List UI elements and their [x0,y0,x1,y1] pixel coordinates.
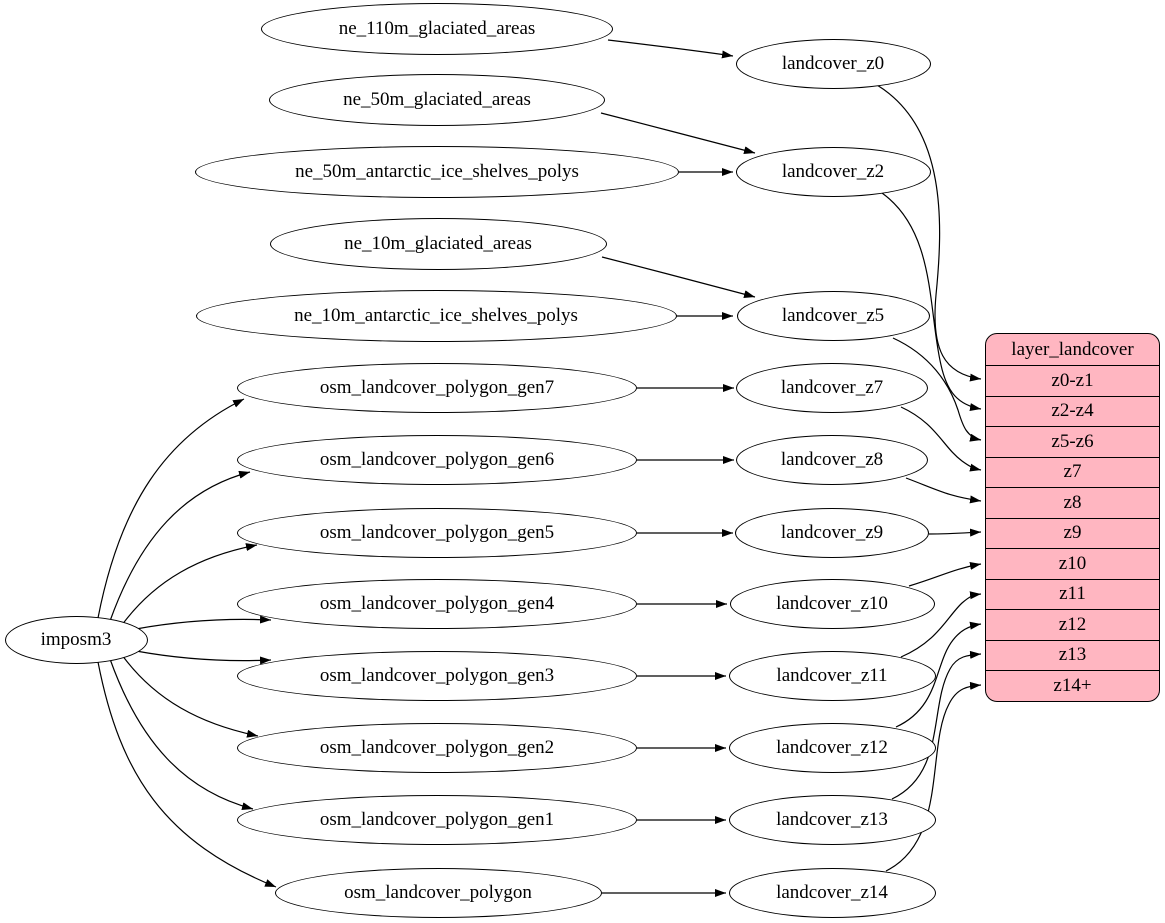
edge-landcover_z12-to-layer_landcover.z12 [895,621,982,728]
node-osm_landcover_polygon_gen3: osm_landcover_polygon_gen3 [237,651,637,701]
node-landcover_z5: landcover_z5 [736,291,930,341]
edge-landcover_z5-to-layer_landcover.z5-z6 [892,337,982,442]
node-ne_110m_glaciated_areas: ne_110m_glaciated_areas [261,3,613,55]
node-landcover_z0: landcover_z0 [735,39,931,89]
node-landcover_z11: landcover_z11 [728,651,936,701]
edge-imposm3-to-osm_landcover_polygon_gen7 [97,398,245,619]
node-label: ne_50m_glaciated_areas [343,89,531,110]
edge-imposm3-to-osm_landcover_polygon_gen6 [109,470,251,622]
node-label: ne_10m_antarctic_ice_shelves_polys [294,305,578,326]
edge-imposm3-to-osm_landcover_polygon_gen4 [135,615,272,630]
node-osm_landcover_polygon_gen6: osm_landcover_polygon_gen6 [237,435,637,485]
table-row-z8: z8 [986,487,1159,518]
node-label: ne_10m_glaciated_areas [344,233,532,254]
node-ne_50m_glaciated_areas: ne_50m_glaciated_areas [269,74,605,126]
node-label: landcover_z0 [781,53,885,74]
node-ne_10m_glaciated_areas: ne_10m_glaciated_areas [269,218,607,270]
table-title: layer_landcover [1011,338,1134,360]
edge-imposm3-to-osm_landcover_polygon_gen3 [135,650,272,665]
node-imposm3: imposm3 [4,616,148,664]
table-row-z14+: z14+ [986,670,1159,701]
node-osm_landcover_polygon_gen1: osm_landcover_polygon_gen1 [237,795,637,845]
edge-imposm3-to-osm_landcover_polygon [97,661,277,888]
edge-landcover_z8-to-layer_landcover.z8 [905,477,982,504]
node-label: imposm3 [40,629,112,650]
node-label: landcover_z7 [780,377,884,398]
edge-landcover_z0-to-layer_landcover.z0-z1 [876,84,982,382]
node-label: osm_landcover_polygon_gen2 [319,737,555,758]
node-osm_landcover_polygon_gen5: osm_landcover_polygon_gen5 [237,508,637,558]
node-label: osm_landcover_polygon_gen5 [319,522,555,543]
node-landcover_z8: landcover_z8 [736,435,928,485]
node-label: ne_110m_glaciated_areas [338,18,536,39]
table-row-z5-z6: z5-z6 [986,426,1159,457]
table-row-z13: z13 [986,639,1159,671]
edge-imposm3-to-osm_landcover_polygon_gen1 [109,658,254,811]
node-osm_landcover_polygon_gen4: osm_landcover_polygon_gen4 [237,579,637,629]
node-label: ne_50m_antarctic_ice_shelves_polys [295,161,579,182]
node-landcover_z13: landcover_z13 [728,795,936,845]
edge-ne_10m_glaciated_areas-to-landcover_z5 [601,256,756,298]
node-ne_10m_antarctic_ice_shelves_polys: ne_10m_antarctic_ice_shelves_polys [195,290,677,342]
edge-landcover_z14-to-layer_landcover.z14+ [885,681,982,872]
node-label: landcover_z10 [776,593,888,614]
node-landcover_z12: landcover_z12 [728,723,936,773]
node-label: landcover_z11 [776,665,888,686]
edge-ne_110m_glaciated_areas-to-landcover_z0 [607,39,734,59]
node-label: landcover_z13 [776,809,888,830]
node-osm_landcover_polygon_gen7: osm_landcover_polygon_gen7 [237,363,637,413]
node-ne_50m_antarctic_ice_shelves_polys: ne_50m_antarctic_ice_shelves_polys [195,146,679,198]
node-landcover_z2: landcover_z2 [735,147,931,197]
table-row-z0-z1: z0-z1 [986,365,1159,396]
edge-landcover_z13-to-layer_landcover.z13 [891,650,982,800]
table-row-z7: z7 [986,456,1159,488]
table-row-z11: z11 [986,578,1159,610]
node-label: osm_landcover_polygon_gen1 [319,809,555,830]
node-osm_landcover_polygon: osm_landcover_polygon [274,868,602,918]
node-label: osm_landcover_polygon_gen7 [319,377,555,398]
table-row-z9: z9 [986,517,1159,549]
edge-landcover_z11-to-layer_landcover.z11 [900,591,982,658]
node-label: osm_landcover_polygon [344,882,532,903]
node-label: osm_landcover_polygon_gen3 [319,665,555,686]
node-osm_landcover_polygon_gen2: osm_landcover_polygon_gen2 [237,723,637,773]
node-label: landcover_z8 [780,449,884,470]
node-landcover_z7: landcover_z7 [736,363,928,413]
table-row-z2-z4: z2-z4 [986,395,1159,427]
node-label: osm_landcover_polygon_gen4 [319,593,555,614]
edge-landcover_z2-to-layer_landcover.z2-z4 [881,192,982,412]
node-label: landcover_z12 [776,737,888,758]
edge-ne_50m_glaciated_areas-to-landcover_z2 [600,112,756,155]
node-label: osm_landcover_polygon_gen6 [319,449,555,470]
node-label: landcover_z5 [781,305,885,326]
edge-landcover_z7-to-layer_landcover.z7 [900,406,982,472]
table-row-z12: z12 [986,609,1159,640]
node-label: landcover_z2 [781,161,885,182]
node-label: landcover_z14 [776,882,888,903]
node-landcover_z10: landcover_z10 [729,579,935,629]
node-label: landcover_z9 [780,522,884,543]
node-landcover_z14: landcover_z14 [728,868,936,918]
edge-landcover_z10-to-layer_landcover.z10 [908,561,982,587]
edge-imposm3-to-osm_landcover_polygon_gen2 [121,654,259,738]
table-row-z10: z10 [986,548,1159,579]
edge-imposm3-to-osm_landcover_polygon_gen5 [121,543,258,626]
edge-landcover_z9-to-layer_landcover.z9 [928,528,982,537]
node-landcover_z9: landcover_z9 [735,508,929,558]
